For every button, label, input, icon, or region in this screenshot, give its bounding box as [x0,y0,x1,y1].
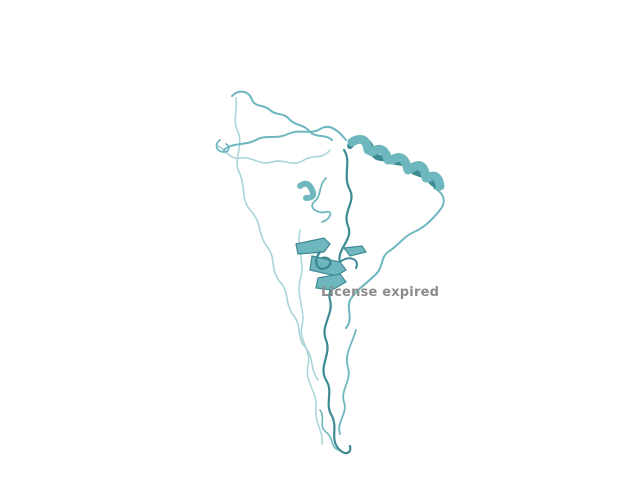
coil-strand-main-descend [322,148,353,455]
coil-strand-left-curl [215,139,230,153]
coil-strand-back-left [234,97,319,381]
coil-strand-right-loop [345,187,445,329]
short-helix [297,180,317,201]
beta-sheet-core [295,237,367,291]
coil-strand-bottom-tail [319,409,339,451]
alpha-helix [347,134,445,191]
coil-strand-inner-descend [338,329,357,435]
coil-strand-back-long [298,229,323,445]
coil-strand-center-loop [311,177,332,223]
coil-strand-top-loop [231,90,333,141]
coil-strand-back-mid [217,145,331,164]
coil-strand-top-cross [223,125,347,151]
